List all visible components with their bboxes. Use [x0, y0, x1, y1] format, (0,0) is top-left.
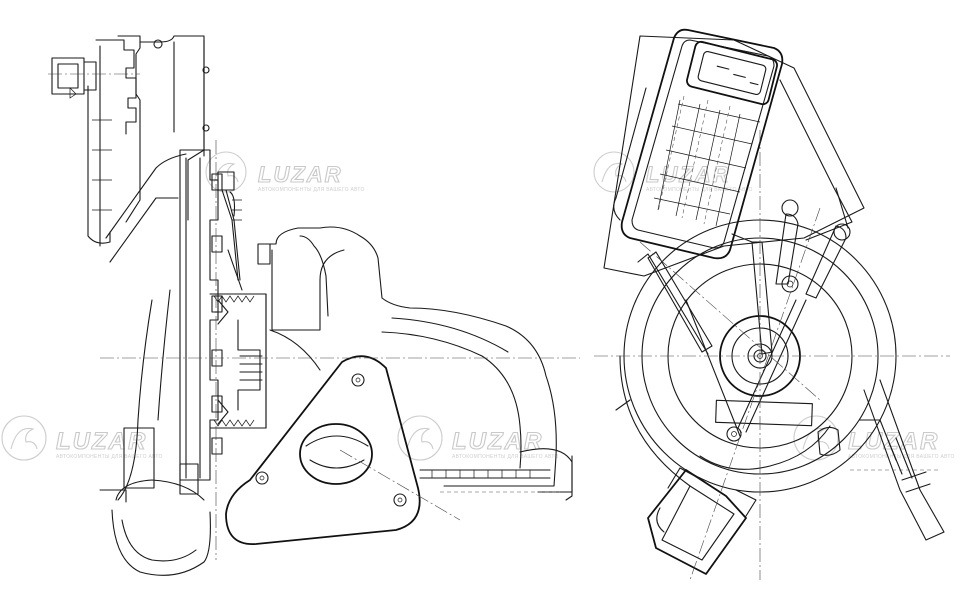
actuator-connector	[51, 57, 97, 99]
side-view	[48, 35, 580, 576]
watermark-center-top: LUZAR АВТОКОМПОНЕНТЫ ДЛЯ ВАШЕГО АВТО	[205, 151, 365, 193]
watermark-logo-icon	[593, 151, 635, 193]
turbine-inlet-flange	[225, 355, 421, 545]
watermark-brand-text: LUZAR	[452, 428, 543, 455]
watermark-tagline-text: АВТОКОМПОНЕНТЫ ДЛЯ ВАШЕГО АВТО	[848, 454, 955, 460]
watermark-left-bottom: LUZAR АВТОКОМПОНЕНТЫ ДЛЯ ВАШЕГО АВТО	[1, 415, 163, 461]
watermark-logo-icon	[397, 415, 443, 461]
watermark-brand-text: LUZAR	[848, 428, 939, 455]
wastegate-linkage	[217, 171, 243, 291]
watermark-tagline-text: АВТОКОМПОНЕНТЫ ДЛЯ ВАШЕГО АВТО	[452, 454, 559, 460]
watermark-brand-text: LUZAR	[258, 162, 343, 187]
oil-drain-bracket	[859, 379, 945, 541]
watermark-right-top: LUZAR АВТОКОМПОНЕНТЫ ДЛЯ ВАШЕГО АВТО	[593, 151, 753, 193]
actuator-bracket	[603, 35, 865, 277]
centerline-arm	[639, 241, 821, 401]
compressor-inlet-pipe	[99, 289, 211, 576]
lower-plate	[615, 355, 841, 487]
actuator-housing	[87, 35, 210, 263]
watermark-brand-text: LUZAR	[56, 428, 147, 455]
turbine-outlet-pipe	[647, 467, 757, 575]
watermark-tagline-text: АВТОКОМПОНЕНТЫ ДЛЯ ВАШЕГО АВТО	[646, 187, 753, 193]
front-view	[594, 28, 950, 581]
turbine-housing	[257, 226, 573, 501]
watermark-middle-bottom: LUZAR АВТОКОМПОНЕНТЫ ДЛЯ ВАШЕГО АВТО	[397, 415, 559, 461]
shaft-section	[209, 293, 267, 429]
watermark-tagline-text: АВТОКОМПОНЕНТЫ ДЛЯ ВАШЕГО АВТО	[258, 187, 365, 193]
watermark-brand-text: LUZAR	[646, 162, 731, 187]
watermark-logo-icon	[1, 415, 47, 461]
watermark-tagline-text: АВТОКОМПОНЕНТЫ ДЛЯ ВАШЕГО АВТО	[56, 454, 163, 460]
electronic-actuator	[613, 28, 784, 260]
centerline-flange	[339, 449, 461, 521]
actuator-plug-icon	[686, 40, 778, 106]
support-struts	[637, 199, 851, 442]
